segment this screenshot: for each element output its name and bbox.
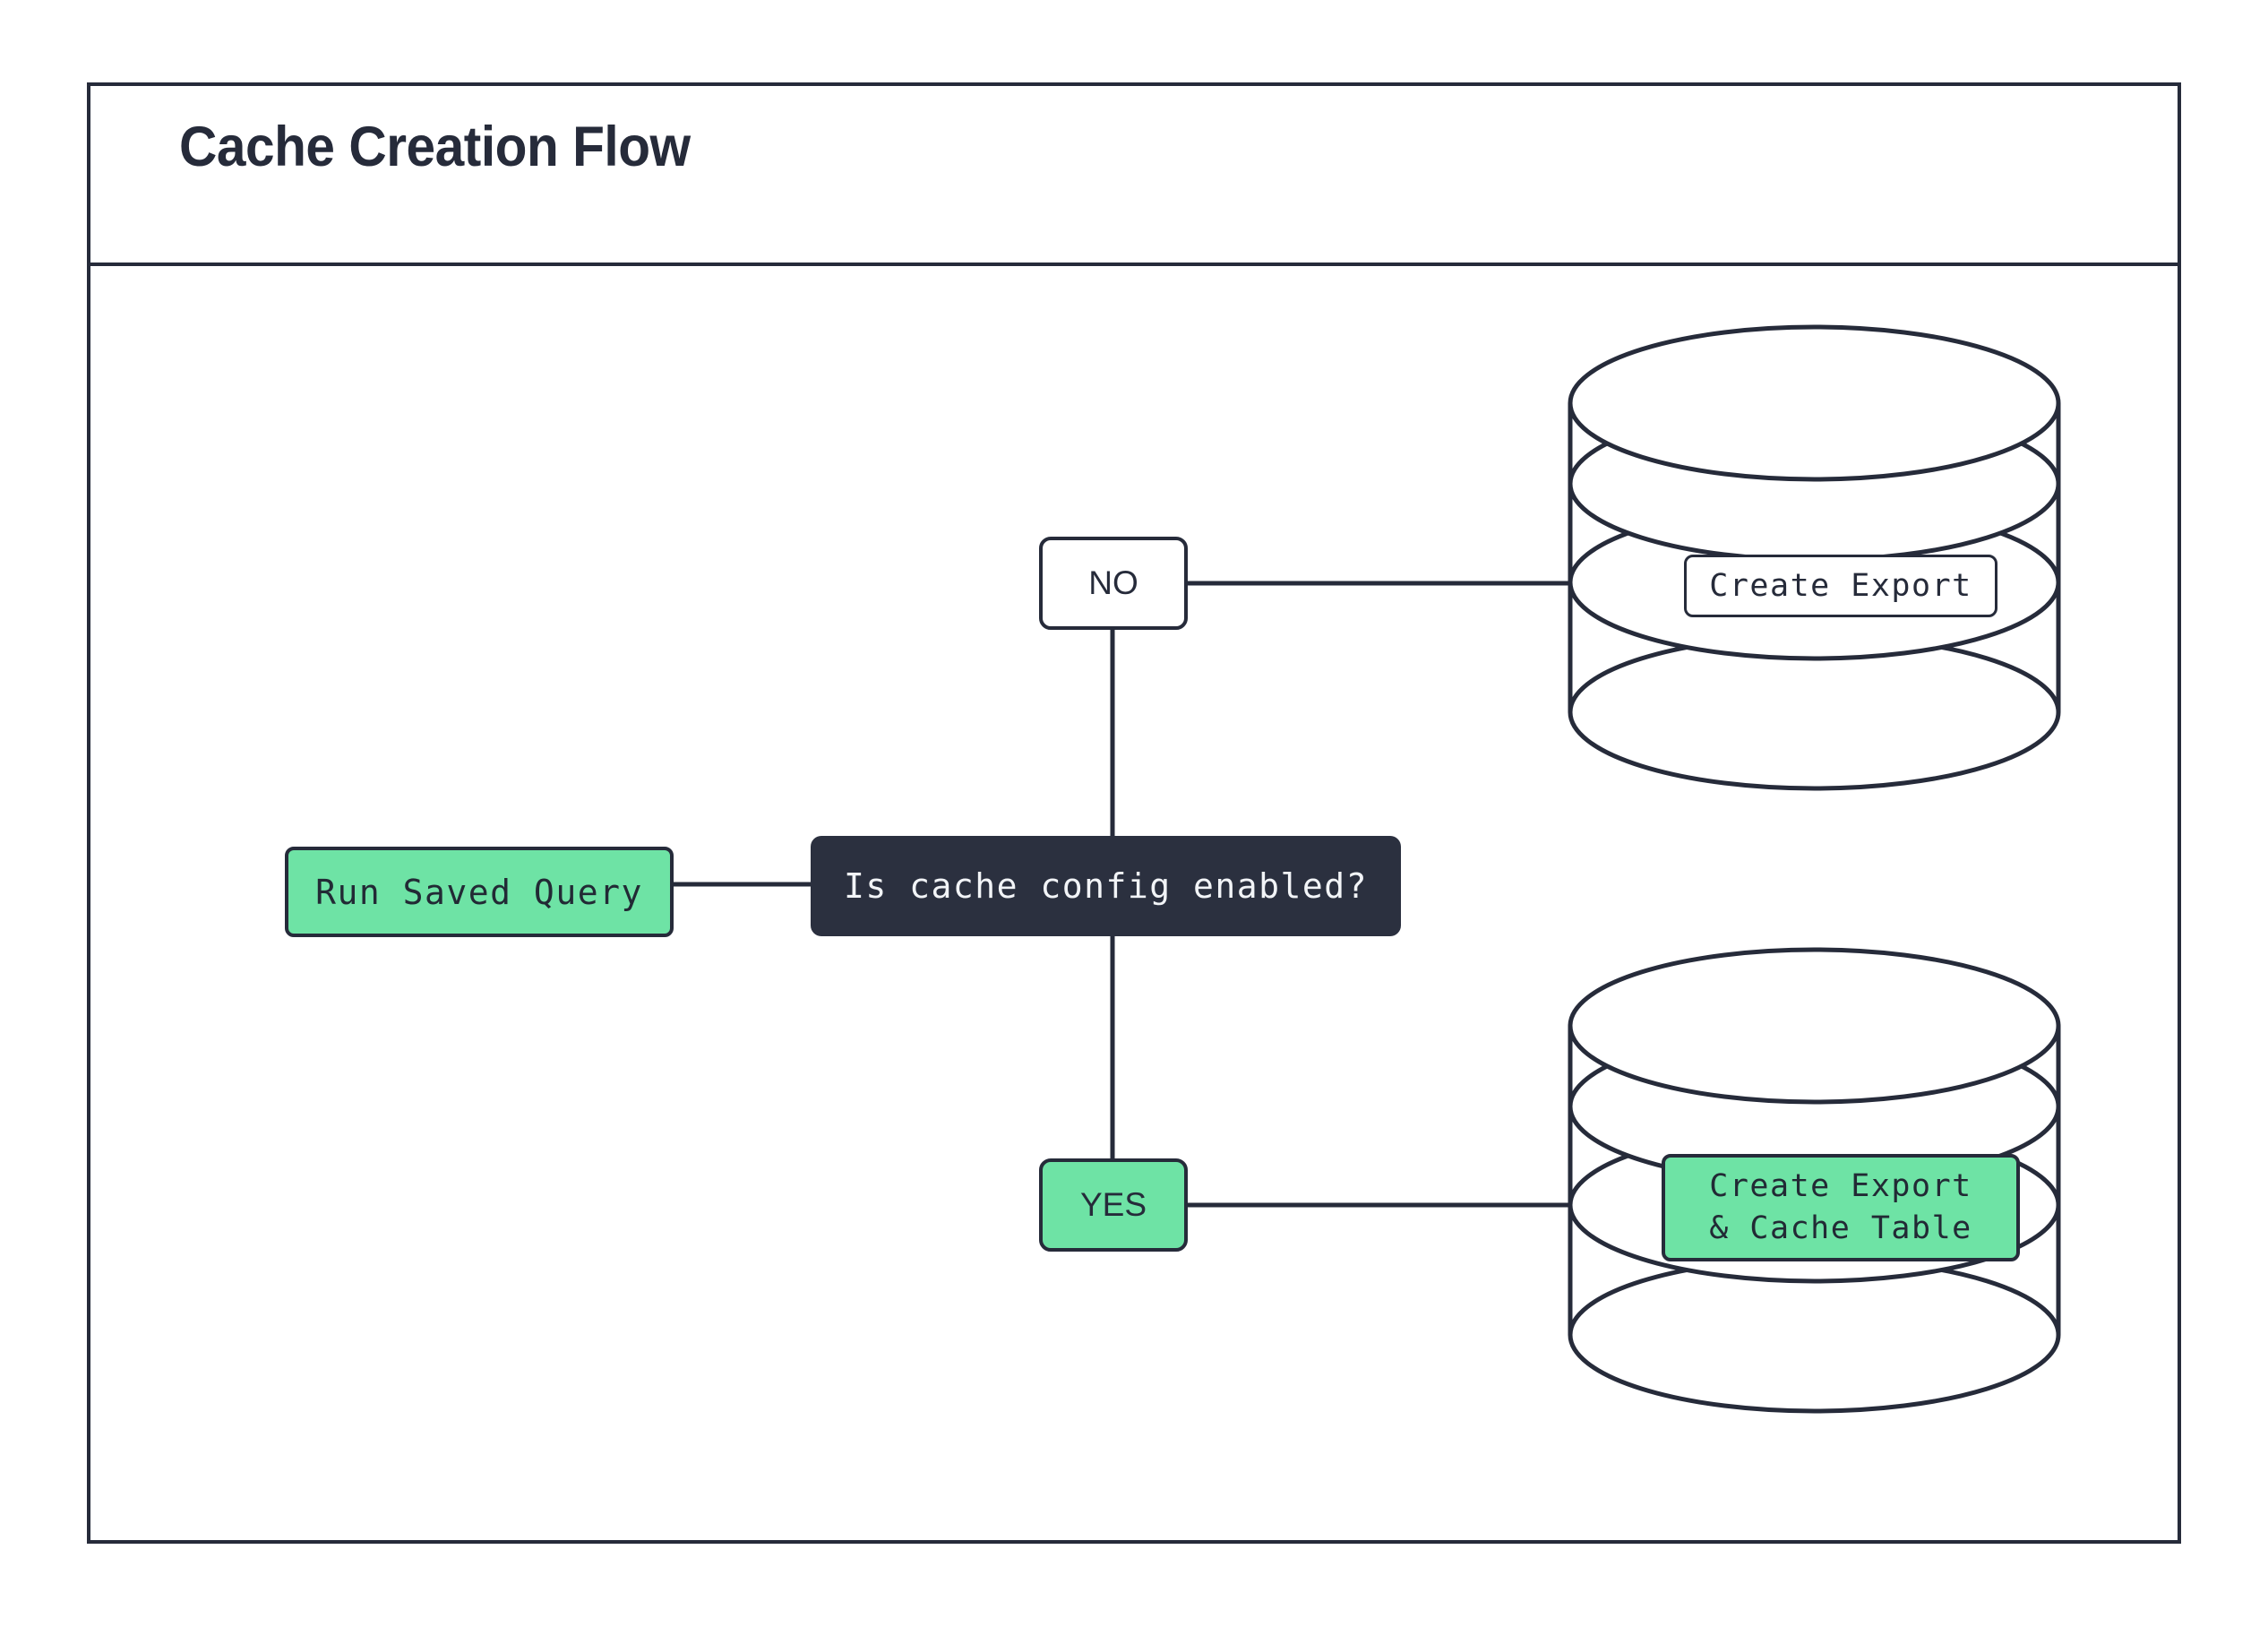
node-decision-cache-config[interactable]: Is cache config enabled? [811, 836, 1401, 936]
node-run-saved-query[interactable]: Run Saved Query [285, 847, 674, 937]
node-create-export[interactable]: Create Export [1684, 555, 1997, 617]
diagram-frame [87, 82, 2181, 1544]
node-create-export-cache-line1: Create Export [1709, 1167, 1972, 1204]
node-branch-yes[interactable]: YES [1039, 1158, 1188, 1252]
page-title: Cache Creation Flow [179, 116, 691, 178]
node-create-export-cache-table[interactable]: Create Export & Cache Table [1662, 1154, 2020, 1261]
diagram-header [87, 82, 2181, 266]
node-branch-no[interactable]: NO [1039, 537, 1188, 630]
node-create-export-cache-line2: & Cache Table [1709, 1210, 1972, 1246]
